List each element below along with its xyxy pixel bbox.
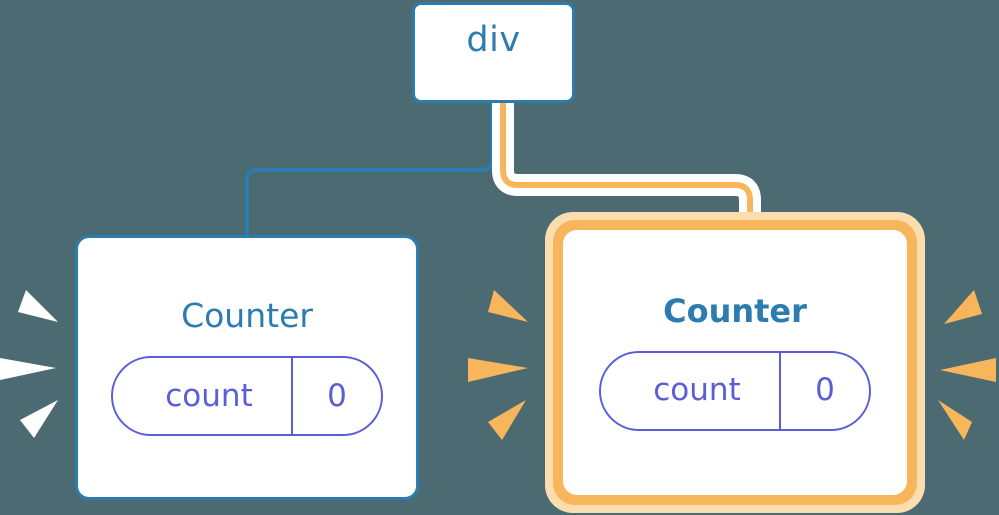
sparkle-burst-icon-right	[930, 280, 999, 450]
state-value-right: 0	[815, 372, 835, 408]
state-value-left: 0	[327, 377, 347, 414]
state-pill-right[interactable]: count 0	[599, 350, 871, 431]
state-pill-left[interactable]: count 0	[111, 356, 383, 436]
edge-div-to-counter-right	[500, 100, 753, 245]
state-key-right: count	[653, 372, 741, 408]
state-pill-divider-left	[291, 358, 293, 434]
edge-div-to-counter-left	[245, 103, 494, 240]
node-div[interactable]: div	[412, 2, 575, 103]
state-pill-divider-right	[779, 352, 781, 429]
node-counter-left[interactable]: Counter count 0	[75, 235, 419, 500]
state-key-left: count	[165, 377, 253, 414]
node-counter-right[interactable]: Counter count 0	[563, 230, 907, 495]
sparkle-burst-icon-left	[0, 280, 66, 450]
node-counter-right-title: Counter	[663, 291, 807, 330]
sparkle-burst-icon-middle	[466, 280, 536, 450]
node-div-label: div	[466, 20, 521, 60]
node-counter-left-title: Counter	[181, 296, 313, 335]
